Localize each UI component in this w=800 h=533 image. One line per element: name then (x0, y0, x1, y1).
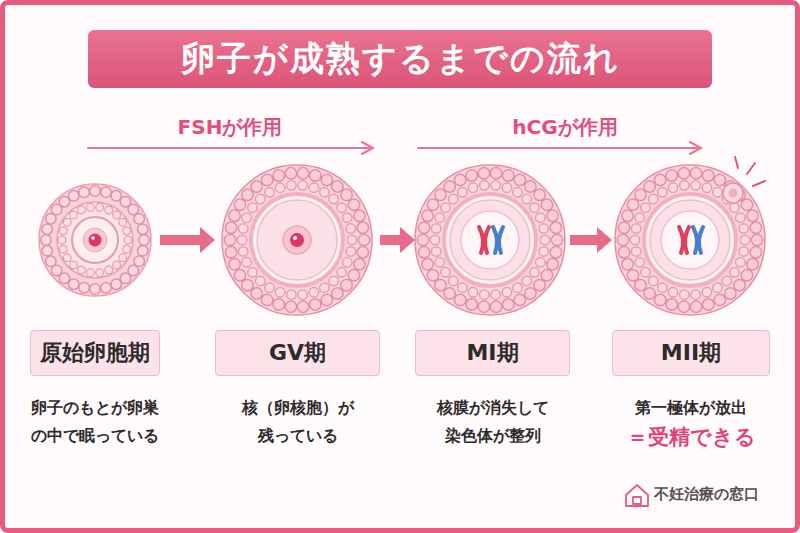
stage-name: GV期 (215, 330, 380, 376)
stage-description: 核（卵核胞）が残っている (240, 394, 355, 450)
stage-arrow (380, 227, 415, 253)
stage-column: MII期第一極体が放出＝受精できる (612, 165, 770, 460)
gv-oocyte (222, 165, 372, 315)
primordial-follicle (39, 184, 151, 296)
action-label: hCGが作用 (485, 114, 645, 141)
stage-column: GV期核（卵核胞）が残っている (215, 165, 380, 460)
logo-icon (626, 485, 648, 506)
title-text: 卵子が成熟するまでの流れ (181, 36, 620, 82)
stage-name: MI期 (415, 330, 570, 376)
mi-oocyte (415, 165, 565, 315)
title-banner: 卵子が成熟するまでの流れ (88, 30, 712, 88)
action-label: FSHが作用 (150, 114, 310, 141)
stage-column: MI期核膜が消失して染色体が整列 (415, 165, 570, 460)
stage-arrow (160, 227, 215, 253)
stage-highlight: ＝受精できる (612, 422, 770, 452)
stage-name: MII期 (612, 330, 770, 376)
stage-column: 原始卵胞期卵子のもとが卵巣の中で眠っている (30, 165, 160, 460)
stage-name: 原始卵胞期 (30, 330, 160, 376)
watermark: 不妊治療の窓口 (654, 485, 794, 504)
stage-arrow (570, 227, 612, 253)
mii-oocyte (615, 157, 765, 315)
stage-description: 第一極体が放出 (612, 394, 770, 422)
stage-description: 卵子のもとが卵巣の中で眠っている (30, 394, 160, 450)
action-arrow (88, 142, 701, 154)
stage-description: 核膜が消失して染色体が整列 (435, 394, 550, 450)
